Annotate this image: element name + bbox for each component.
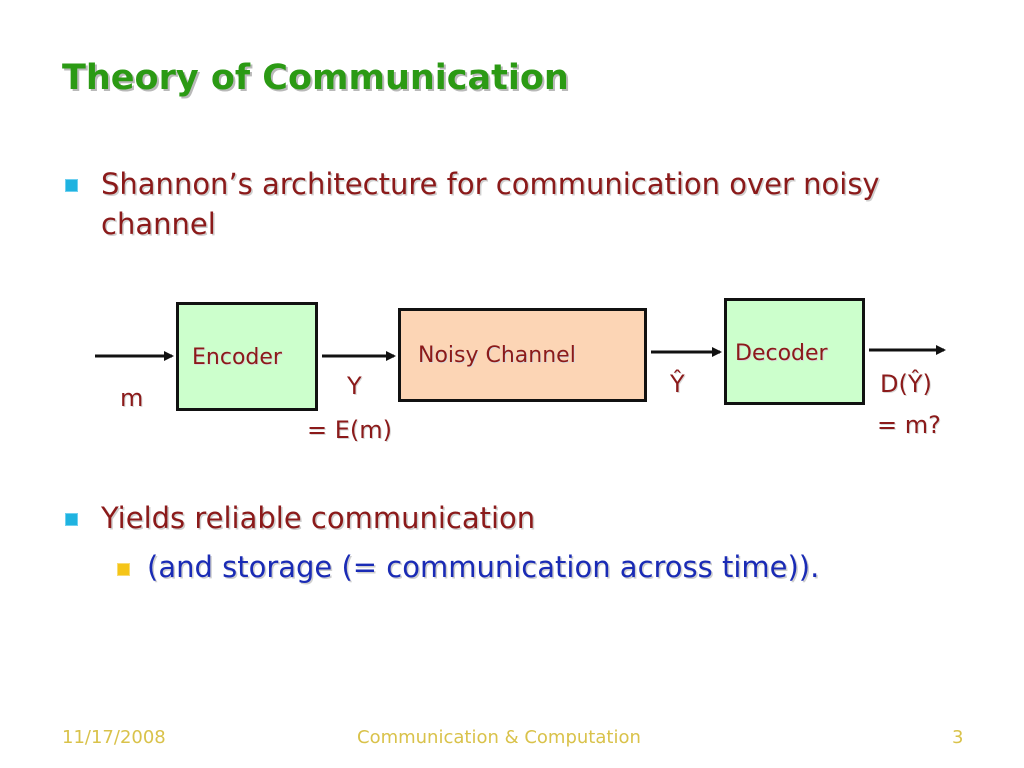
footer-title: Communication & Computation — [357, 727, 641, 748]
encoder-label: Encoder — [192, 345, 282, 370]
decoder-box: Decoder — [724, 298, 865, 405]
y-hat-label: Ŷ — [670, 370, 685, 398]
noisy-channel-label: Noisy Channel — [418, 343, 576, 368]
footer-date: 11/17/2008 — [62, 727, 166, 748]
decoder-label: Decoder — [735, 341, 828, 366]
bullet-shannon-architecture: Shannon’s architecture for communication… — [65, 164, 951, 244]
bullet-reliable-communication: Yields reliable communication — [65, 498, 951, 538]
sub-bullet-square-icon — [117, 563, 130, 576]
bullet-text: Yields reliable communication — [101, 501, 536, 535]
sub-bullet-storage: (and storage (= communication across tim… — [117, 547, 1007, 587]
encoder-box: Encoder — [176, 302, 318, 411]
noisy-channel-box: Noisy Channel — [398, 308, 647, 402]
y-label: Y — [347, 372, 362, 400]
bullet-text: Shannon’s architecture for communication… — [101, 167, 880, 241]
bullet-square-icon — [65, 179, 78, 192]
slide-title: Theory of Communication — [62, 58, 569, 98]
decoded-output-label: D(Ŷ) — [880, 370, 932, 398]
y-equals-e-m-label: = E(m) — [307, 416, 393, 444]
equals-m-question-label: = m? — [877, 411, 941, 439]
input-m-label: m — [120, 384, 144, 412]
footer-page-number: 3 — [952, 727, 964, 748]
bullet-square-icon — [65, 513, 78, 526]
sub-bullet-text: (and storage (= communication across tim… — [147, 550, 820, 584]
